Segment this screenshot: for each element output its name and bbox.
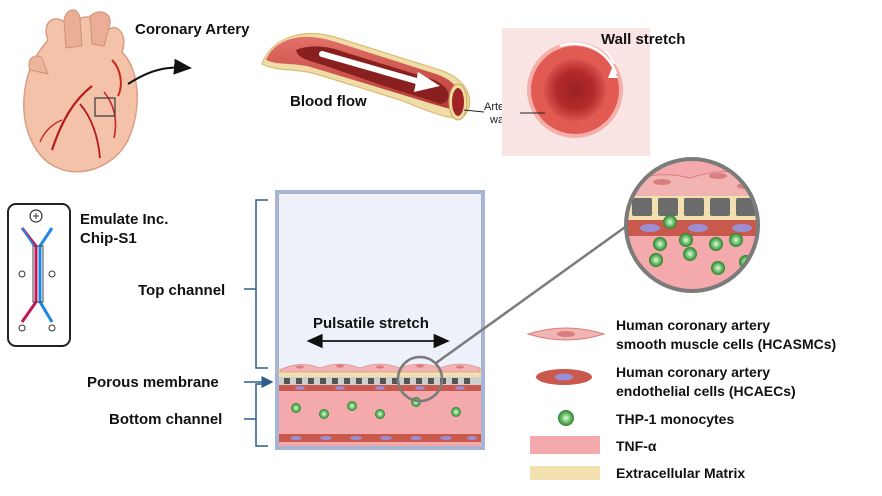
- chip-label-line2: Chip-S1: [80, 230, 137, 247]
- top-channel-bracket: [255, 199, 268, 369]
- top-channel-label: Top channel: [138, 282, 225, 299]
- chip-s1-icon: [7, 203, 71, 347]
- legend-item-hcaec-line2: endothelial cells (HCAECs): [616, 383, 796, 399]
- ecm-layer: [279, 368, 481, 377]
- zoom-detail-circle: [624, 157, 760, 293]
- pulsatile-stretch-label: Pulsatile stretch: [313, 315, 429, 332]
- endothelial-layer-bottom: [279, 434, 481, 442]
- bottom-channel-bracket: [255, 383, 268, 447]
- endothelial-layer-top: [279, 385, 481, 391]
- ecm-swatch: [530, 466, 600, 480]
- blood-flow-label: Blood flow: [290, 93, 367, 110]
- zoom-connector-line: [435, 223, 629, 365]
- tnf-alpha-swatch: [530, 436, 600, 454]
- chip-label-line1: Emulate Inc.: [80, 211, 168, 228]
- zoom-source-circle: [396, 355, 444, 403]
- coronary-artery-label: Coronary Artery: [135, 21, 250, 38]
- monocyte-icon: [558, 410, 574, 426]
- legend-item-hcaec-line1: Human coronary artery: [616, 364, 770, 380]
- legend: Human coronary artery smooth muscle cell…: [526, 317, 836, 481]
- legend-item-monocytes: THP-1 monocytes: [616, 411, 734, 427]
- artery-lumen: [544, 59, 606, 121]
- legend-item-hcasmc-line1: Human coronary artery: [616, 317, 770, 333]
- monocytes-bottom-channel: [291, 397, 461, 419]
- artery-wall-pointer: [463, 109, 485, 113]
- bottom-channel-label: Bottom channel: [109, 411, 222, 428]
- legend-item-ecm: Extracellular Matrix: [616, 465, 745, 481]
- heart-illustration: [23, 9, 138, 173]
- smooth-muscle-layer: [279, 363, 481, 373]
- legend-item-hcasmc-line2: smooth muscle cells (HCASMCs): [616, 336, 836, 352]
- zoom-arrow: [127, 58, 192, 85]
- wall-stretch-label: Wall stretch: [601, 31, 685, 48]
- stretch-arrow-1: [559, 42, 618, 75]
- porous-membrane-label: Porous membrane: [87, 374, 219, 391]
- legend-item-tnf-alpha: TNF-α: [616, 438, 657, 454]
- blood-vessel-illustration: [261, 33, 471, 121]
